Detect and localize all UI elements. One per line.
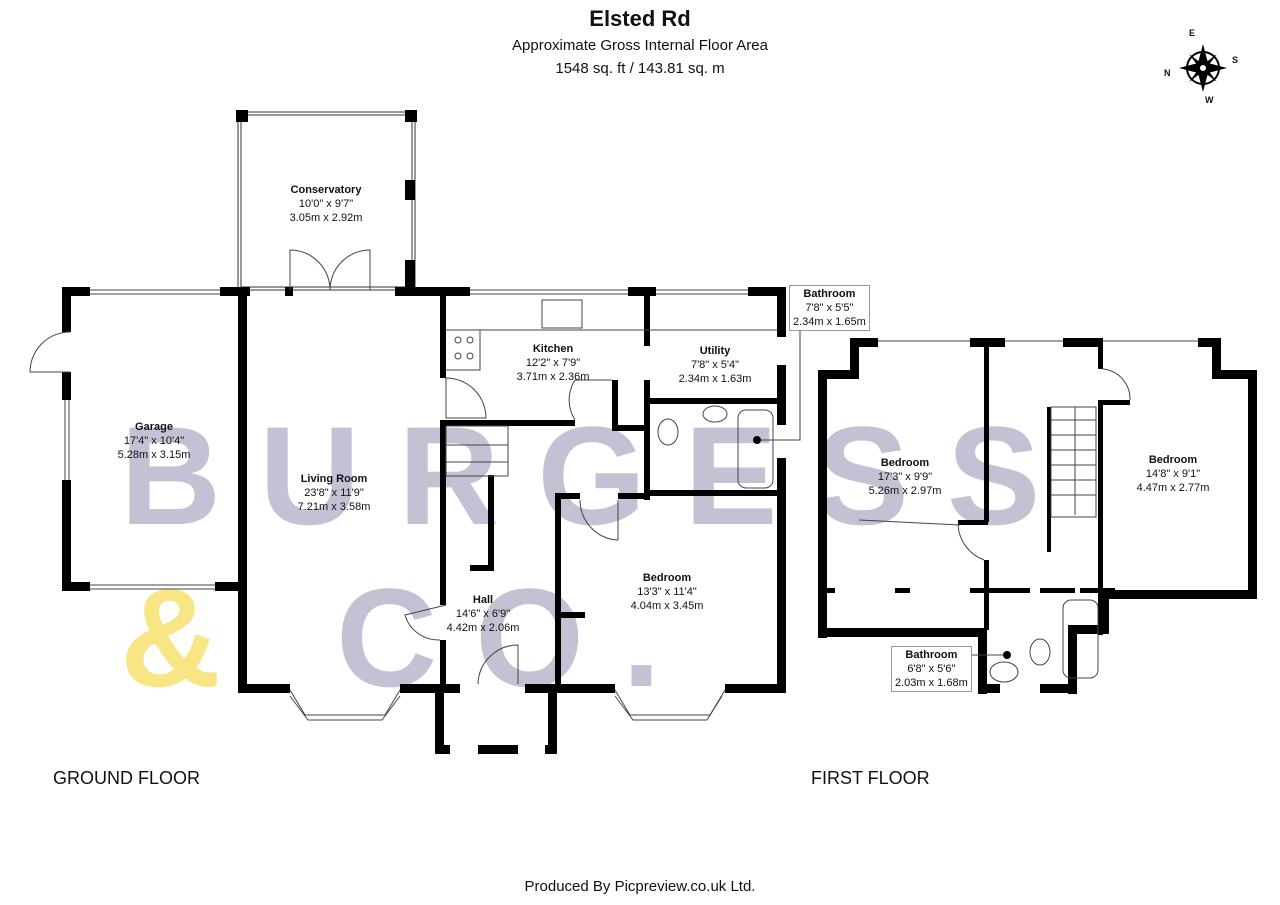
walls [62, 110, 1257, 754]
conservatory-outline [237, 111, 416, 291]
plan-title: Elsted Rd [589, 6, 691, 31]
first-floor-label: FIRST FLOOR [811, 768, 930, 788]
plan-subtitle: Approximate Gross Internal Floor Area [512, 37, 768, 54]
fixtures [29, 249, 1198, 721]
footer-credit: Produced By Picpreview.co.uk Ltd. [524, 878, 756, 895]
compass-icon [1179, 44, 1227, 92]
ground-floor-label: GROUND FLOOR [53, 768, 201, 788]
compass-south: S [1232, 55, 1239, 65]
compass-north: N [1164, 68, 1171, 78]
compass-west: W [1205, 95, 1214, 105]
floor-area: 1548 sq. ft / 143.81 sq. m [555, 60, 725, 77]
compass-east: E [1189, 28, 1196, 38]
